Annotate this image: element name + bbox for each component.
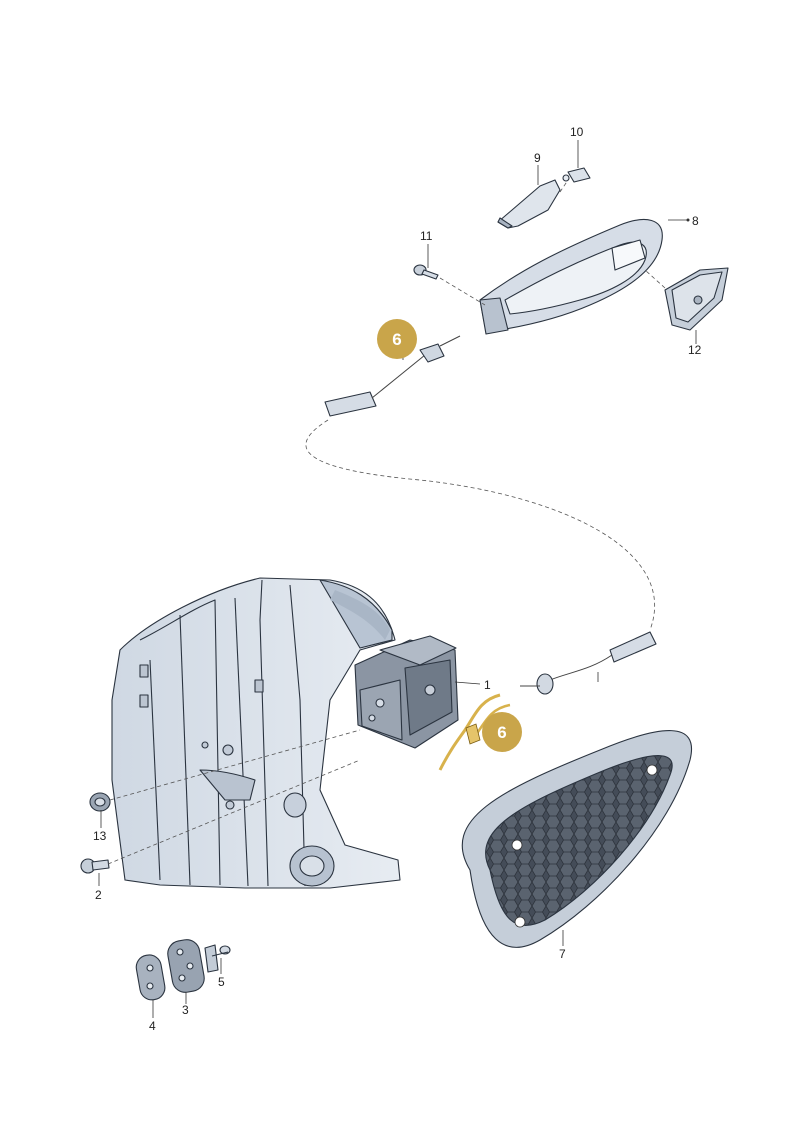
clip-part bbox=[562, 167, 591, 183]
callout-6-bottom-label: 6 bbox=[497, 723, 506, 742]
part-label-1: 1 bbox=[484, 678, 491, 692]
interior-door-handle bbox=[479, 219, 663, 335]
part-label-7: 7 bbox=[559, 947, 566, 961]
callout-badge-6-top[interactable]: 6 bbox=[377, 319, 417, 359]
part-label-12: 12 bbox=[688, 343, 702, 357]
release-cable bbox=[305, 335, 657, 771]
part-label-13: 13 bbox=[93, 829, 107, 843]
handle-trim-part bbox=[497, 179, 561, 229]
part-label-4: 4 bbox=[149, 1019, 156, 1033]
fasteners bbox=[80, 792, 111, 874]
part-label-10: 10 bbox=[570, 125, 584, 139]
part-label-5: 5 bbox=[218, 975, 225, 989]
screw-part bbox=[413, 264, 439, 280]
striker-plate-assembly bbox=[135, 939, 231, 1001]
part-label-3: 3 bbox=[182, 1003, 189, 1017]
part-label-2: 2 bbox=[95, 888, 102, 902]
assembly-guide-lines bbox=[107, 179, 666, 865]
part-label-9: 9 bbox=[534, 151, 541, 165]
door-body-shell bbox=[111, 577, 401, 889]
part-label-8: 8 bbox=[692, 214, 699, 228]
callout-6-top-label: 6 bbox=[392, 330, 401, 349]
cover-cap-part bbox=[664, 267, 729, 331]
callout-badge-6-bottom[interactable]: 6 bbox=[482, 712, 522, 752]
door-lock-unit bbox=[354, 635, 481, 749]
mesh-trim-cover bbox=[461, 730, 692, 948]
part-label-11: 11 bbox=[420, 229, 433, 243]
